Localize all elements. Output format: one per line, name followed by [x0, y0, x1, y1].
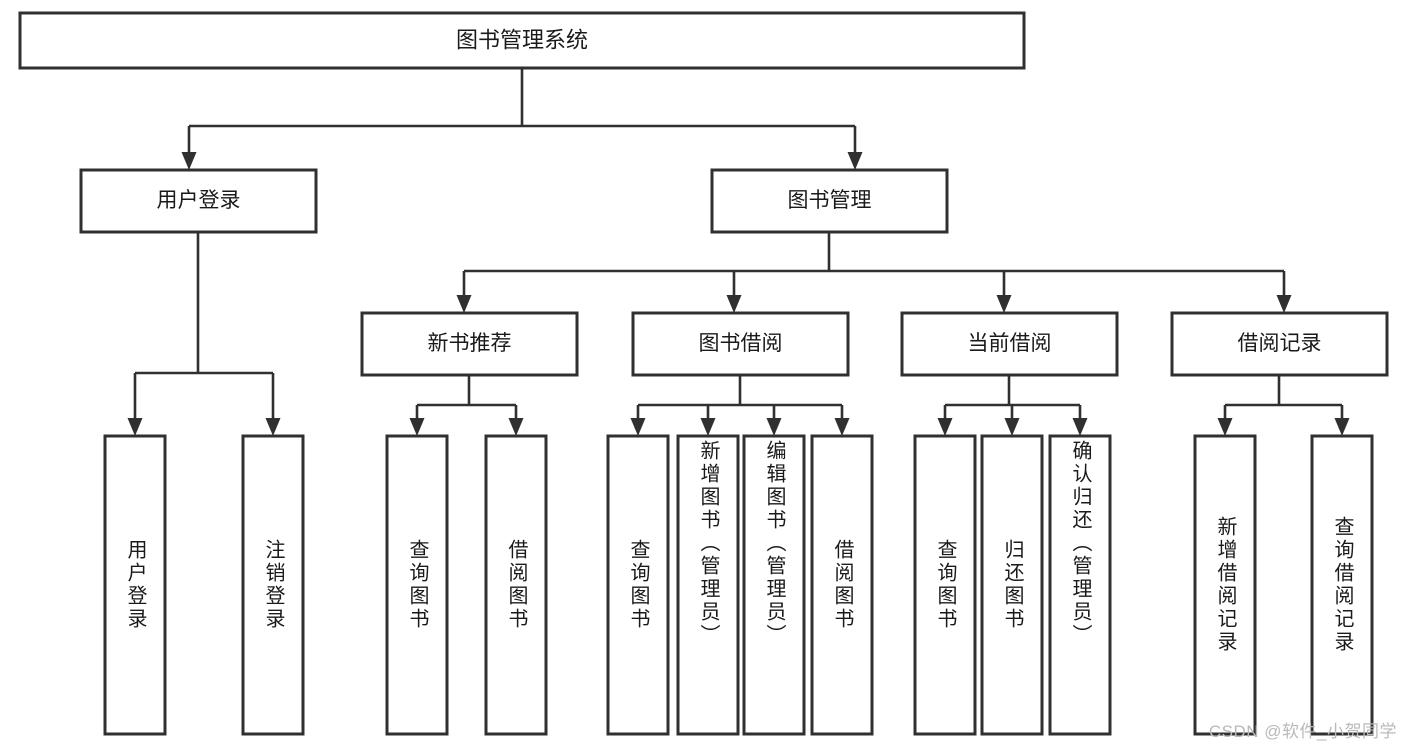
connector-borrow-records-to-leaves — [1217, 375, 1350, 436]
leaf-box-query-book-borrow[interactable] — [606, 434, 670, 736]
node-user-login[interactable]: 用户登录 — [79, 168, 318, 234]
leaf-boxes — [103, 434, 1374, 736]
node-book-management-label: 图书管理 — [788, 189, 872, 212]
connector-new-books-to-leaves — [409, 375, 524, 436]
connector-current-borrow-to-leaves — [937, 375, 1088, 436]
node-user-login-label: 用户登录 — [157, 189, 241, 212]
leaf-box-borrow-book[interactable] — [810, 434, 874, 736]
connector-book-borrow-to-leaves — [630, 375, 850, 436]
leaf-box-confirm-return-admin[interactable] — [1048, 434, 1112, 736]
leaf-box-edit-book-admin[interactable] — [742, 434, 806, 736]
leaf-box-query-borrow-record[interactable] — [1310, 434, 1374, 736]
leaf-box-user-login[interactable] — [103, 434, 167, 736]
leaf-box-add-book-admin[interactable] — [676, 434, 740, 736]
node-borrow-records-label: 借阅记录 — [1238, 332, 1322, 355]
connector-user-login-to-leaves — [127, 232, 281, 436]
node-new-book-recommend[interactable]: 新书推荐 — [360, 311, 579, 377]
connector-root-to-level2 — [181, 68, 863, 170]
node-root-system[interactable]: 图书管理系统 — [18, 11, 1026, 70]
leaf-box-return-book[interactable] — [980, 434, 1044, 736]
leaf-box-query-book-new[interactable] — [385, 434, 449, 736]
node-current-borrow[interactable]: 当前借阅 — [900, 311, 1119, 377]
node-current-borrow-label: 当前借阅 — [968, 332, 1052, 355]
leaf-box-add-borrow-record[interactable] — [1193, 434, 1257, 736]
node-new-book-recommend-label: 新书推荐 — [428, 332, 512, 355]
node-book-borrow-label: 图书借阅 — [699, 332, 783, 355]
watermark-text: CSDN @软件_小贺同学 — [1208, 722, 1397, 741]
node-borrow-records[interactable]: 借阅记录 — [1170, 311, 1389, 377]
node-book-borrow[interactable]: 图书借阅 — [631, 311, 850, 377]
leaf-box-query-book-current[interactable] — [913, 434, 977, 736]
connector-level2-booking-to-level3 — [456, 232, 1292, 313]
leaf-box-borrow-book-new[interactable] — [484, 434, 548, 736]
node-book-management[interactable]: 图书管理 — [710, 168, 949, 234]
node-root-system-label: 图书管理系统 — [456, 27, 588, 52]
leaf-box-user-logout[interactable] — [241, 434, 305, 736]
